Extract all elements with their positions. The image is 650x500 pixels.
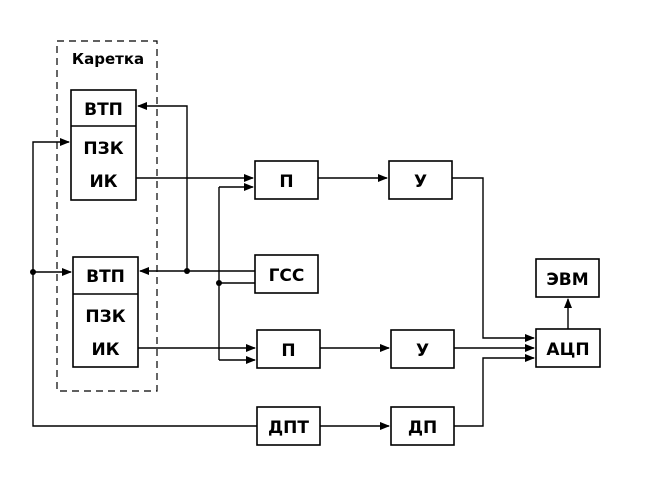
gss-label: ГСС — [269, 266, 305, 286]
junction-dot — [30, 269, 36, 275]
amplifier-p2-box — [256, 329, 321, 369]
u1-label: У — [414, 172, 427, 192]
p1-label: П — [279, 172, 293, 192]
gss-box — [254, 254, 319, 294]
pzk-label-2: ПЗК — [85, 307, 125, 327]
adc-box — [535, 328, 601, 368]
dp-label: ДП — [408, 418, 437, 438]
junction-dot — [216, 280, 222, 286]
amplifier-p1-box — [254, 160, 319, 200]
vtp-label-1: ВТП — [84, 100, 123, 120]
carriage-frame — [56, 40, 158, 392]
p2-label: П — [281, 341, 295, 361]
ik-label-1: ИК — [89, 172, 117, 192]
evm-box — [535, 258, 600, 298]
dpt-label: ДПТ — [268, 418, 309, 438]
sensor-block-1: ВТП ПЗК ИК — [70, 89, 137, 201]
adc-label: АЦП — [546, 340, 589, 360]
vtp-label-2: ВТП — [86, 267, 125, 287]
ik-label-2: ИК — [91, 340, 119, 360]
carriage-label: Каретка — [72, 50, 144, 68]
connections — [32, 102, 572, 430]
pzk-label-1: ПЗК — [83, 139, 123, 159]
sensor-block-2: ВТП ПЗК ИК — [72, 256, 139, 368]
amplifier-u2-box — [390, 329, 455, 369]
amplifier-u1-box — [388, 160, 453, 200]
u2-label: У — [416, 341, 429, 361]
evm-label: ЭВМ — [546, 270, 588, 290]
junction-dot — [184, 268, 190, 274]
